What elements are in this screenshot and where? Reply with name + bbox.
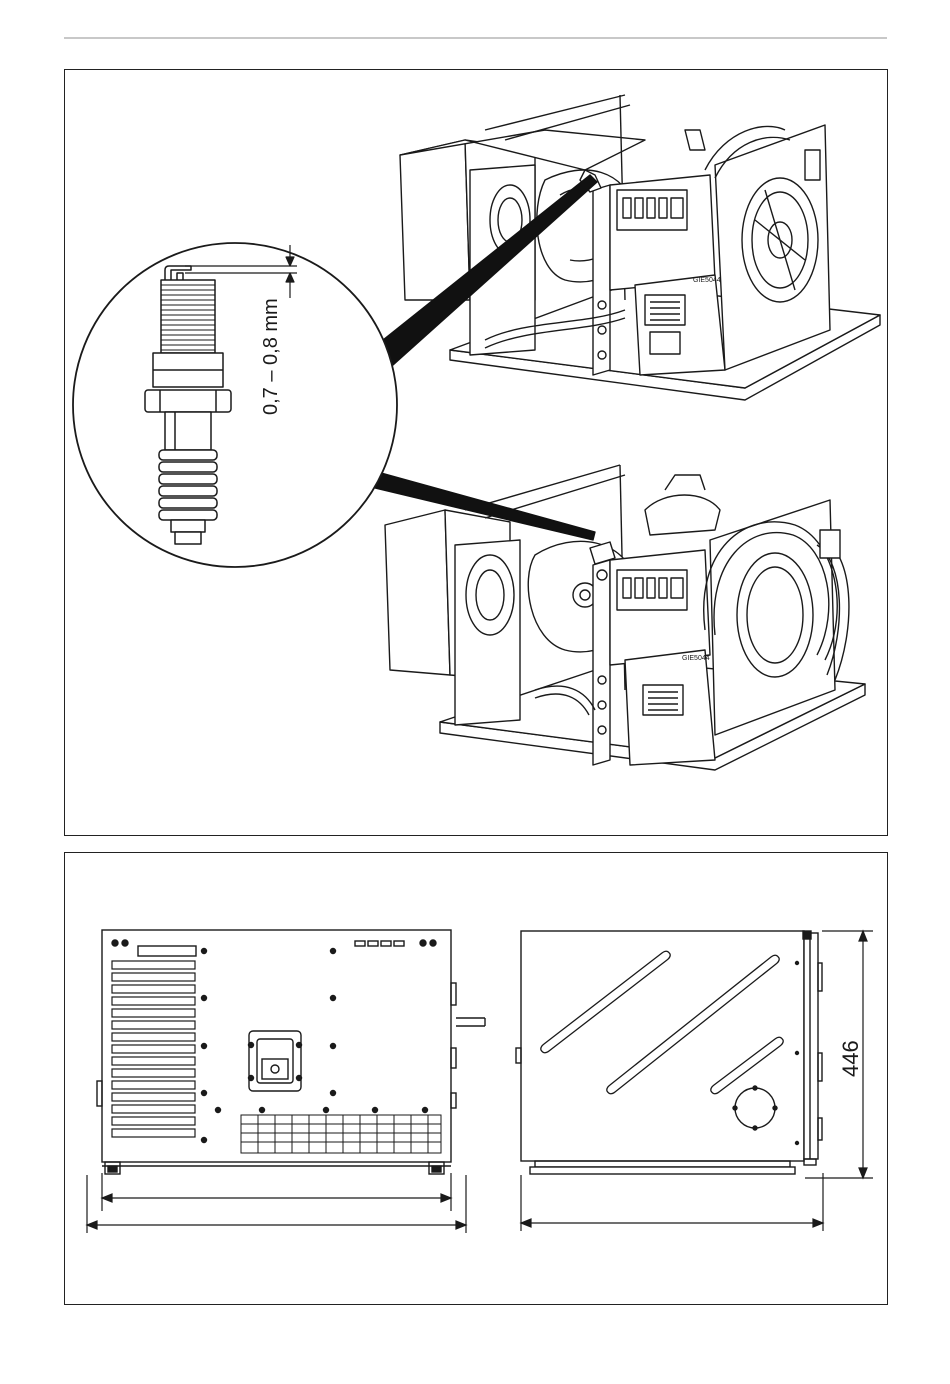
front-view-drawing [97,930,485,1174]
unit-code-upper: GIE5044 [693,277,721,284]
spark-plug-figure-panel: GIE5044 [64,69,888,836]
generator-upper-drawing: GIE5044 [400,95,880,400]
dimension-drawing: 446 [65,853,889,1306]
header-rule [64,37,887,39]
height-dimension-label: 446 [838,1040,863,1077]
dimension-figure-panel: 446 [64,852,888,1305]
side-view-drawing [516,931,822,1174]
generator-lower-drawing: GIE5044 [385,465,865,770]
unit-code-lower: GIE5044 [682,655,710,662]
spark-plug-illustration: GIE5044 [65,70,889,837]
magnifier-circle [73,243,397,567]
front-width-dimensions [87,1173,466,1233]
spark-gap-label: 0,7 – 0,8 mm [260,298,282,415]
